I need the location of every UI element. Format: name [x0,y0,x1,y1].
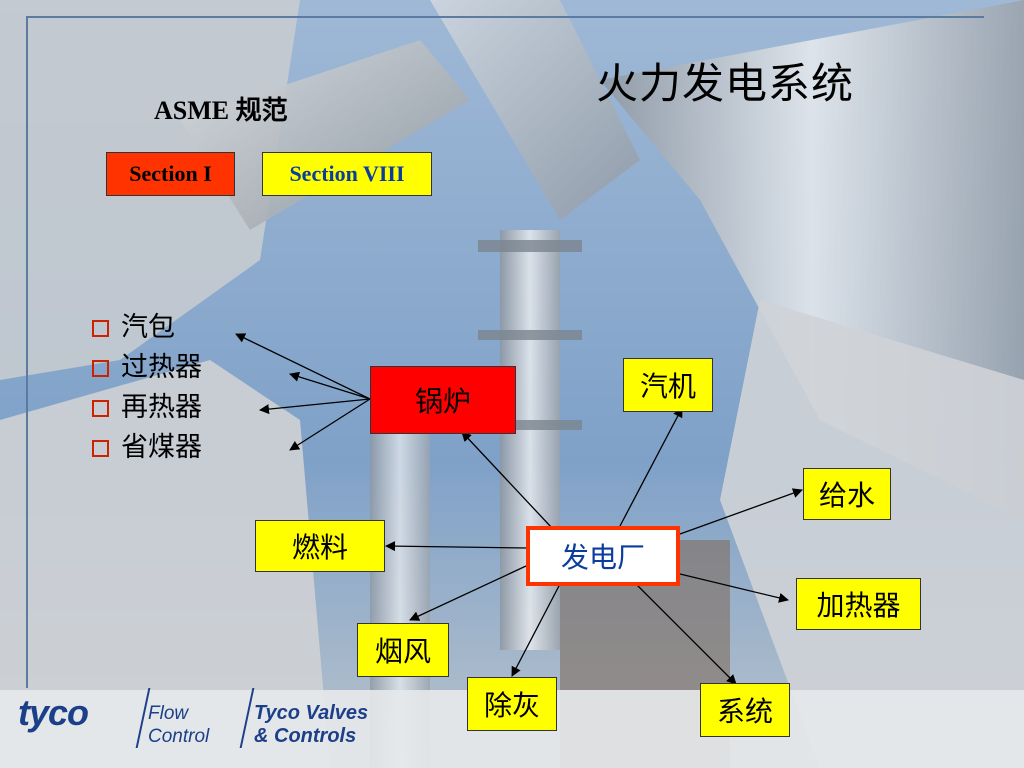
arrow-center-to-fuel [385,541,527,552]
node-heater: 加热器 [796,578,921,630]
list-item-label: 过热器 [121,352,202,383]
node-turbine: 汽机 [623,358,713,412]
node-feedwater: 给水 [803,468,891,520]
node-ash-removal: 除灰 [467,677,557,731]
arrow-center-to-flue [409,565,527,621]
node-fuel: 燃料 [255,520,385,572]
arrow-boiler-to-reheater [259,398,371,415]
logo-line: & Controls [254,725,357,747]
node-boiler: 锅炉 [370,366,516,434]
frame-left-line [26,16,28,688]
arrow-center-to-boiler [461,431,553,529]
list-item-label: 再热器 [121,392,202,423]
section-1-box: Section I [106,152,235,196]
logo-flow-control: Flow Control [148,702,209,748]
logo-slash [239,688,255,748]
checkbox-bullet-icon [92,439,109,457]
checkbox-bullet-icon [92,399,109,417]
logo-line: Control [148,726,210,747]
list-item: 省煤器 [92,428,202,468]
arrow-boiler-to-drum [235,333,371,400]
slide-title: 火力发电系统 [596,59,855,108]
arrow-center-to-turbine [619,407,683,527]
logo-line: Tyco Valves [254,702,369,724]
asme-label: ASME 规范 [154,96,288,125]
arrow-boiler-to-economizer [289,398,371,451]
logo-tyco-valves: Tyco Valves & Controls [254,702,368,748]
node-power-plant: 发电厂 [526,526,680,586]
checkbox-bullet-icon [92,319,109,337]
list-item: 汽包 [92,308,202,348]
section-8-box: Section VIII [262,152,432,196]
logo-line: Flow [148,703,189,724]
list-item-label: 汽包 [121,312,175,343]
arrow-center-to-heater [679,573,789,603]
boiler-parts-list: 汽包 过热器 再热器 省煤器 [92,308,202,468]
checkbox-bullet-icon [92,359,109,377]
node-flue-gas: 烟风 [357,623,449,677]
arrow-boiler-to-superheater [289,371,371,400]
arrow-center-to-water [679,488,803,535]
list-item: 过热器 [92,348,202,388]
list-item-label: 省煤器 [121,432,202,463]
list-item: 再热器 [92,388,202,428]
logo-brand: tyco [18,692,89,733]
arrow-center-to-ash [511,583,561,677]
tyco-logo: tyco Flow Control Tyco Valves & Controls [14,686,424,750]
arrow-center-to-system [635,583,737,685]
node-system: 系统 [700,683,790,737]
frame-top-line [26,16,984,18]
